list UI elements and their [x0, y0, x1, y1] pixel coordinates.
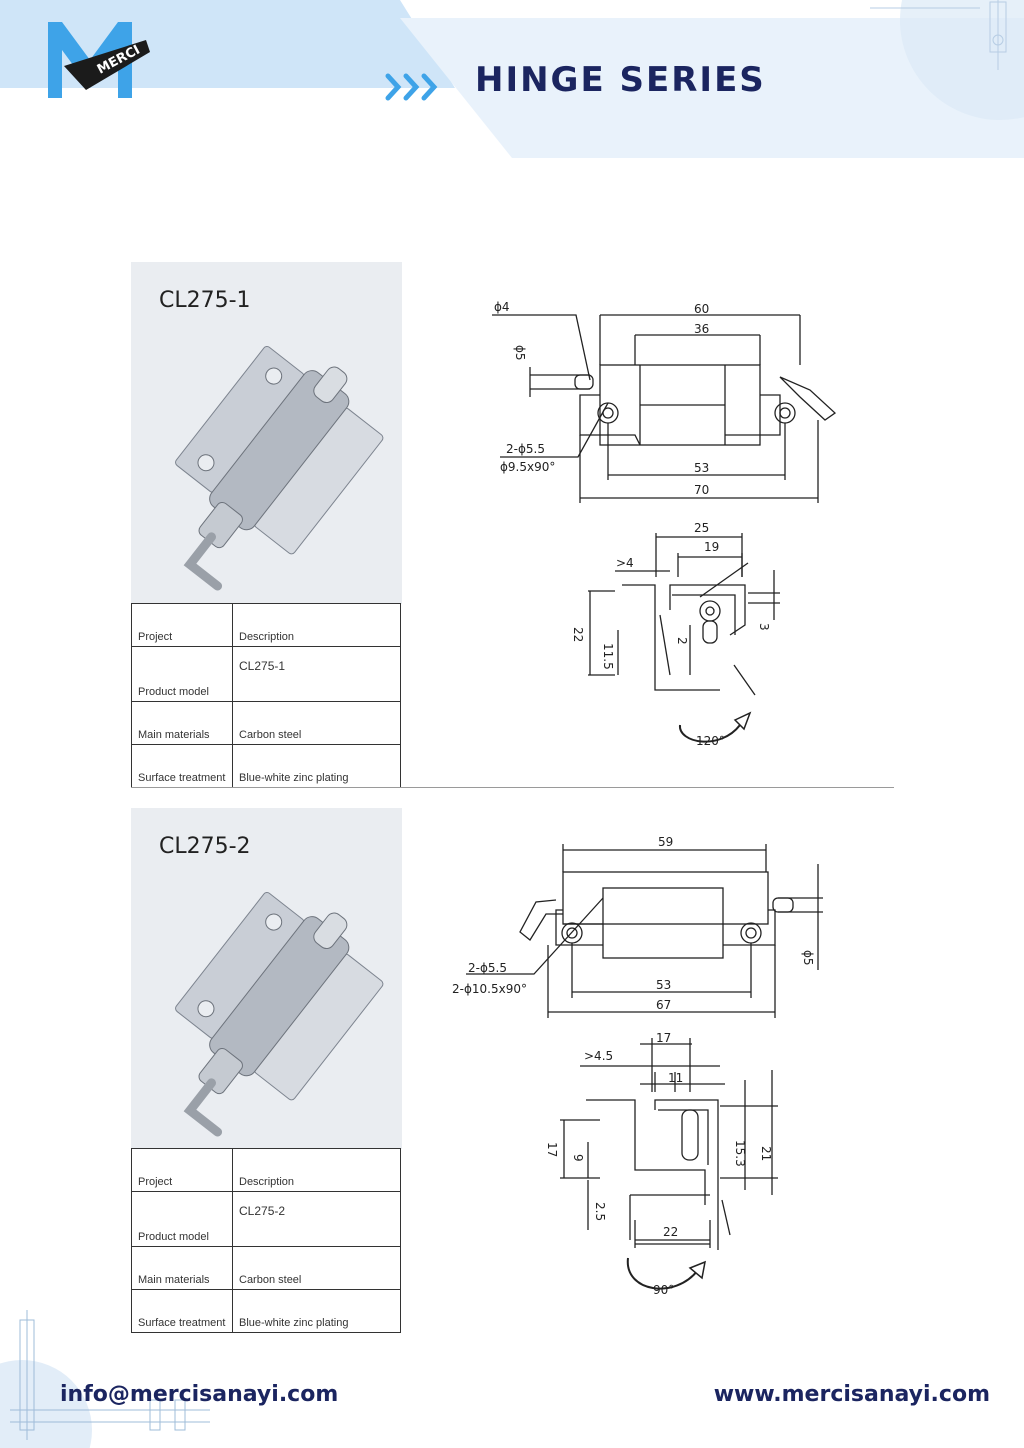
spec-header: Description [232, 1148, 401, 1192]
spec-value: CL275-2 [232, 1191, 401, 1247]
hinge-photo [175, 892, 384, 1137]
dim-label: 53 [694, 461, 709, 475]
product-card-cl275-1: CL275-1 [131, 262, 402, 604]
blueprint-decoration [0, 1310, 210, 1448]
dim-label: 19 [704, 540, 719, 554]
dim-label: 2-ϕ10.5x90° [452, 982, 527, 996]
dim-label: 2-ϕ5.5 [468, 961, 507, 975]
dim-label: 25 [694, 521, 709, 535]
dim-label: 11 [668, 1071, 683, 1085]
product-card-cl275-2: CL275-2 [131, 808, 402, 1149]
dim-label: 15.3 [733, 1140, 747, 1167]
dim-label: 36 [694, 322, 709, 336]
dim-label: >4 [616, 556, 634, 570]
dim-label: 21 [759, 1146, 773, 1161]
dim-label: ϕ5 [801, 950, 815, 966]
technical-drawing-top-cl275-1: ϕ4 ϕ5 60 36 2-ϕ5.5 ϕ9.5x90° 53 70 [492, 300, 837, 503]
dim-label: 60 [694, 302, 709, 316]
dim-label: 22 [571, 627, 585, 642]
dim-label: 17 [656, 1031, 671, 1045]
dim-label: 120° [696, 734, 725, 748]
dim-label: 53 [656, 978, 671, 992]
dim-label: 2 [675, 637, 689, 645]
spec-label: Surface treatment [131, 1289, 233, 1333]
spec-label: Product model [131, 1191, 233, 1247]
dim-label: 9 [571, 1154, 585, 1162]
spec-header: Project [131, 1148, 233, 1192]
product-title: CL275-1 [159, 288, 251, 313]
chevrons-icon [385, 73, 438, 101]
blueprint-decoration [870, 0, 1007, 70]
dim-label: >4.5 [584, 1049, 613, 1063]
dim-label: 70 [694, 483, 709, 497]
technical-drawing-side-cl275-2: 17 >4.5 11 17 9 15.3 21 2.5 22 90° [545, 1031, 778, 1297]
spec-label: Main materials [131, 1246, 233, 1290]
spec-value: CL275-1 [232, 646, 401, 702]
dim-label: 11.5 [601, 643, 615, 670]
dim-label: 3 [757, 623, 771, 631]
dim-label: 59 [658, 835, 673, 849]
dim-label: ϕ9.5x90° [500, 460, 555, 474]
technical-drawing-top-cl275-2: 59 ϕ5 2-ϕ5.5 2-ϕ10.5x90° 53 67 [452, 835, 823, 1018]
dim-label: 90° [653, 1283, 674, 1297]
spec-header: Description [232, 603, 401, 647]
hinge-photo [175, 346, 384, 591]
spec-header: Project [131, 603, 233, 647]
spec-label: Surface treatment [131, 744, 233, 788]
product-title: CL275-2 [159, 834, 251, 859]
page-title: HINGE SERIES [475, 60, 766, 100]
dim-label: 2.5 [593, 1202, 607, 1221]
merci-logo: MERCI [48, 22, 150, 98]
section-divider [131, 787, 894, 788]
footer-email[interactable]: info@mercisanayi.com [60, 1382, 339, 1407]
spec-value: Blue-white zinc plating [232, 1289, 401, 1333]
spec-value: Carbon steel [232, 1246, 401, 1290]
footer-website[interactable]: www.mercisanayi.com [713, 1382, 990, 1407]
dim-label: ϕ4 [494, 300, 510, 314]
spec-value: Blue-white zinc plating [232, 744, 401, 788]
spec-value: Carbon steel [232, 701, 401, 745]
dim-label: 67 [656, 998, 671, 1012]
dim-label: 2-ϕ5.5 [506, 442, 545, 456]
dim-label: 17 [545, 1142, 559, 1157]
spec-label: Product model [131, 646, 233, 702]
technical-drawing-side-cl275-1: 25 19 >4 22 11.5 2 3 120° [571, 521, 780, 748]
spec-label: Main materials [131, 701, 233, 745]
dim-label: ϕ5 [513, 345, 527, 361]
dim-label: 22 [663, 1225, 678, 1239]
